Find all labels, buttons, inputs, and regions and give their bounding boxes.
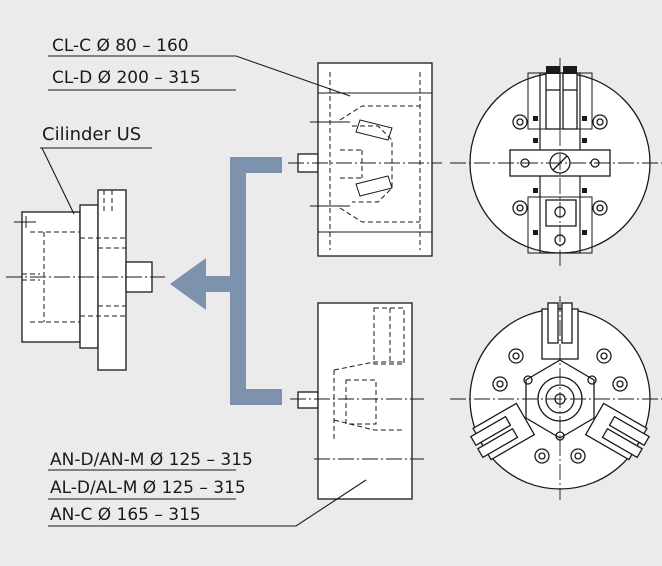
lower-chuck-front-view	[450, 296, 662, 500]
label-cl-c: CL-C Ø 80 – 160	[52, 36, 189, 56]
connection-arrow	[170, 157, 282, 405]
leader-lines	[40, 55, 367, 527]
upper-chuck-side-view	[288, 62, 442, 257]
label-al-d: AL-D/AL-M Ø 125 – 315	[50, 478, 246, 498]
upper-chuck-front-view	[450, 58, 662, 266]
cylinder-drawing	[6, 189, 165, 371]
label-cl-d: CL-D Ø 200 – 315	[52, 68, 201, 88]
label-cylinder: Cilinder US	[42, 124, 142, 145]
label-an-c: AN-C Ø 165 – 315	[50, 505, 201, 525]
lower-chuck-side-view	[290, 302, 424, 500]
label-an-d: AN-D/AN-M Ø 125 – 315	[50, 450, 253, 470]
